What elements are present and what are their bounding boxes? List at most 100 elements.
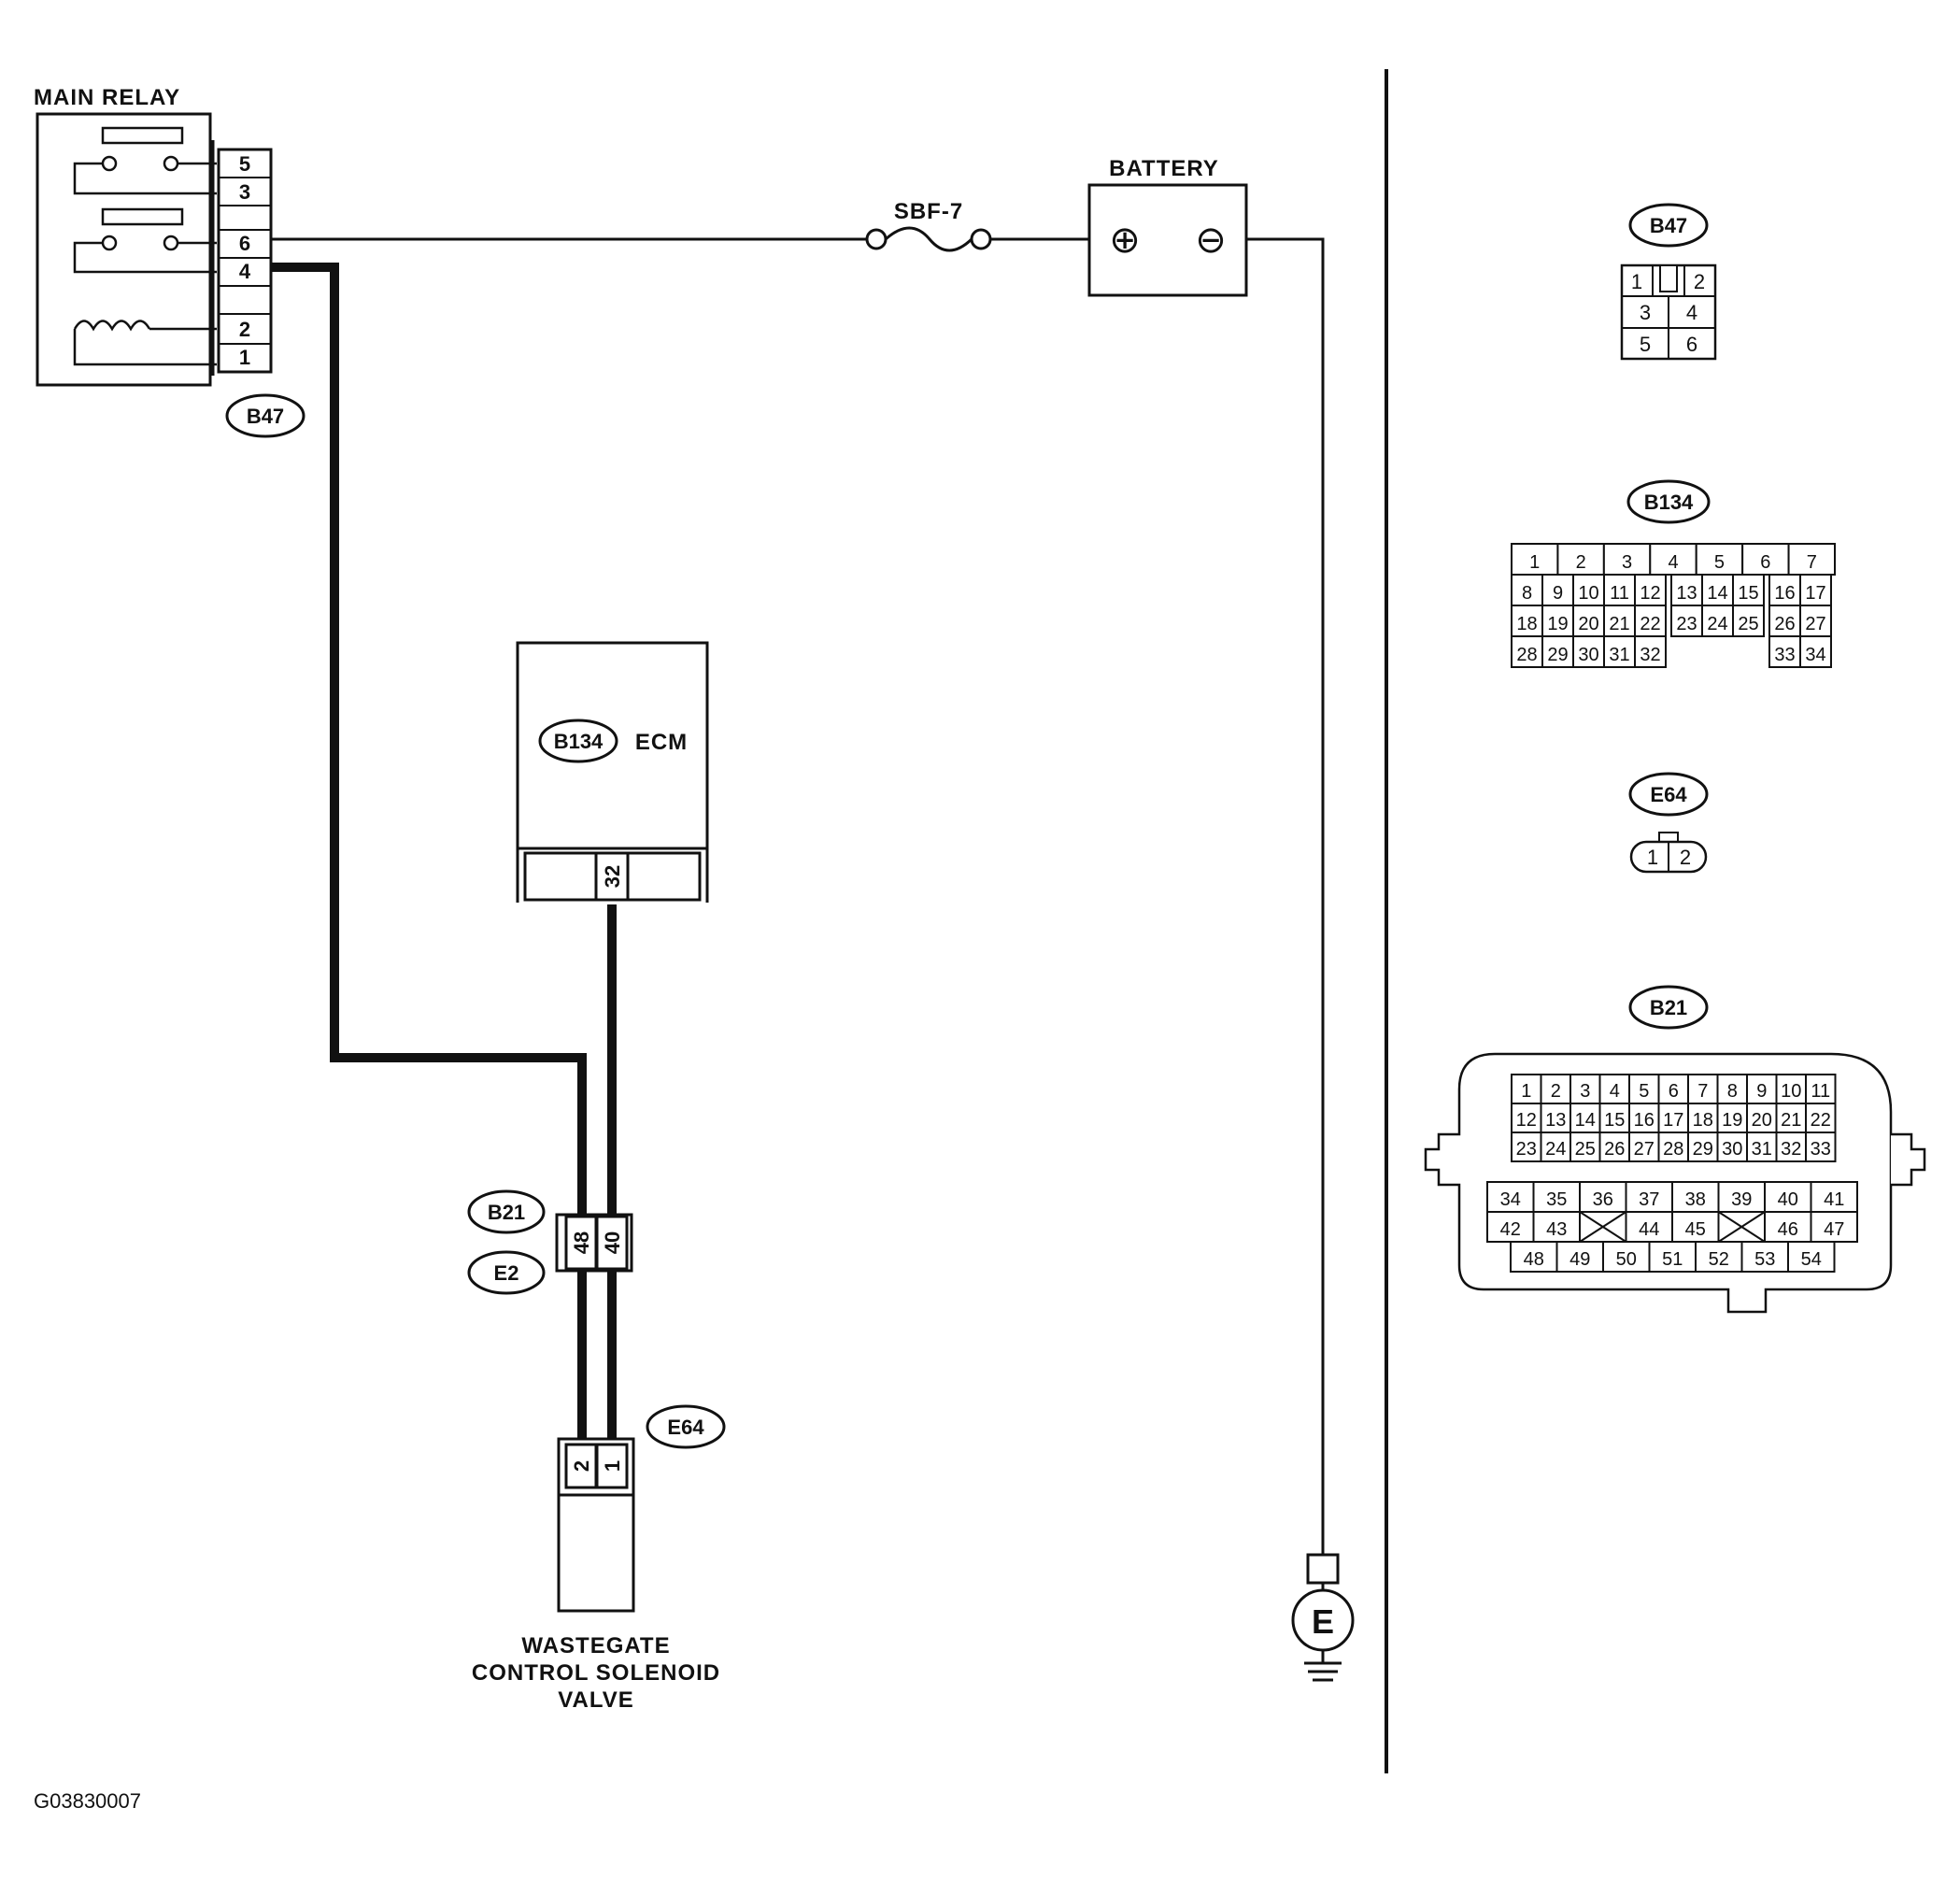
pin-cell: [1634, 605, 1667, 637]
pin-label: 9: [1553, 583, 1563, 604]
valve-label-line3: VALVE: [558, 1687, 633, 1713]
pin-label: 14: [1575, 1110, 1596, 1131]
joint-pin: 40: [601, 1231, 624, 1254]
pin-label: 28: [1663, 1139, 1683, 1160]
battery-positive-icon: ⊕: [1109, 220, 1141, 261]
pin-label: 34: [1805, 645, 1825, 665]
pin-label: 53: [1754, 1249, 1775, 1270]
pin-cell: [1805, 1132, 1837, 1162]
pin-label: 5: [1640, 333, 1651, 356]
pin-label: 3: [1640, 301, 1651, 324]
pin-label: 31: [1609, 645, 1629, 665]
pin-cell: [1628, 1132, 1660, 1162]
blank-cross: [1579, 1211, 1627, 1243]
pin-label: 21: [1781, 1110, 1801, 1131]
pin-label: 10: [1578, 583, 1598, 604]
pin-label: 4: [1668, 552, 1678, 573]
pin-cell: [1671, 1211, 1720, 1243]
pin-label: 20: [1578, 614, 1598, 634]
pin-label: 51: [1662, 1249, 1683, 1270]
connector-view-tag: B21: [1650, 996, 1687, 1019]
valve-pin: 1: [601, 1460, 624, 1472]
battery-label: BATTERY: [1109, 156, 1219, 181]
fuse-label: SBF-7: [894, 199, 963, 224]
pin-cell: [1768, 635, 1801, 668]
pin-label: 14: [1707, 583, 1727, 604]
pin-label: 12: [1516, 1110, 1537, 1131]
pin-label: 19: [1722, 1110, 1742, 1131]
pin-cell: [1732, 605, 1765, 637]
blank-cross: [1717, 1211, 1766, 1243]
pin-label: 45: [1685, 1219, 1706, 1240]
harness-wires: [271, 263, 617, 1439]
pin-label: 3: [1622, 552, 1632, 573]
connector-view-tag: B47: [1650, 214, 1687, 237]
pin-label: 33: [1774, 645, 1795, 665]
pin-label: 18: [1693, 1110, 1713, 1131]
pin-cell: [1634, 635, 1667, 668]
pin-label: 24: [1545, 1139, 1566, 1160]
figure-id: G03830007: [34, 1789, 141, 1813]
relay-connector-tag: B47: [247, 405, 284, 428]
pin-label: 46: [1778, 1219, 1798, 1240]
pin-cell: [1746, 1074, 1778, 1104]
pin-label: 9: [1756, 1081, 1767, 1102]
pin-label: 11: [1811, 1081, 1830, 1102]
pin-label: 49: [1569, 1249, 1590, 1270]
pin-label: 50: [1616, 1249, 1637, 1270]
pin-label: 32: [1640, 645, 1660, 665]
pin-cell: [1671, 1181, 1720, 1213]
connector-view-tag: E64: [1650, 783, 1687, 806]
pin-cell: [1799, 635, 1832, 668]
pin-label: 8: [1727, 1081, 1738, 1102]
pin-label: 23: [1676, 614, 1697, 634]
battery: BATTERY ⊕ ⊖: [1087, 156, 1248, 297]
pin-label: 30: [1578, 645, 1598, 665]
pin-cell: [1687, 1074, 1719, 1104]
pin-label: 52: [1709, 1249, 1729, 1270]
pin-label: 54: [1801, 1249, 1822, 1270]
connector-view-b47: B47 1 2 3 4 5 6: [1620, 203, 1717, 361]
pin-label: 28: [1516, 645, 1537, 665]
wastegate-valve: 2 1 E64 WASTEGATE CONTROL SOLENOID VALVE: [472, 1404, 726, 1713]
valve-label-line2: CONTROL SOLENOID: [472, 1660, 720, 1686]
pin-label: 41: [1824, 1189, 1844, 1210]
pin-label: 39: [1731, 1189, 1752, 1210]
pin-cell: [1602, 543, 1652, 576]
pin-cell: [1511, 1074, 1542, 1104]
pin-cell: [1569, 1103, 1601, 1133]
pin-cell: [1598, 1074, 1630, 1104]
pin-cell: [1532, 1181, 1581, 1213]
pin-label: 21: [1609, 614, 1629, 634]
relay-pin: 4: [239, 260, 251, 283]
ecm-connector-tag: B134: [554, 730, 604, 753]
pin-label: 6: [1760, 552, 1770, 573]
pin-label: 26: [1774, 614, 1795, 634]
pin-label: 31: [1752, 1139, 1772, 1160]
relay-pin: 1: [239, 346, 250, 369]
ground-wire: E: [1246, 237, 1355, 1682]
pin-cell: [1572, 635, 1605, 668]
pin-label: 26: [1604, 1139, 1625, 1160]
pin-label: 30: [1722, 1139, 1742, 1160]
pin-label: 7: [1697, 1081, 1708, 1102]
pin-label: 22: [1811, 1110, 1831, 1131]
pin-cell: [1740, 1241, 1789, 1273]
ecm-pin: 32: [601, 865, 624, 888]
pin-label: 23: [1516, 1139, 1537, 1160]
pin-label: 2: [1551, 1081, 1561, 1102]
pin-label: 27: [1634, 1139, 1655, 1160]
pin-label: 33: [1811, 1139, 1831, 1160]
pin-cell: [1768, 605, 1801, 637]
pin-label: 2: [1680, 846, 1691, 869]
pin-label: 15: [1604, 1110, 1625, 1131]
pin-label: 6: [1669, 1081, 1679, 1102]
pin-label: 3: [1580, 1081, 1590, 1102]
pin-label: 37: [1639, 1189, 1659, 1210]
battery-negative-icon: ⊖: [1195, 220, 1227, 261]
pin-label: 7: [1807, 552, 1817, 573]
pin-cell: [1701, 605, 1734, 637]
pin-cell: [1634, 574, 1667, 606]
